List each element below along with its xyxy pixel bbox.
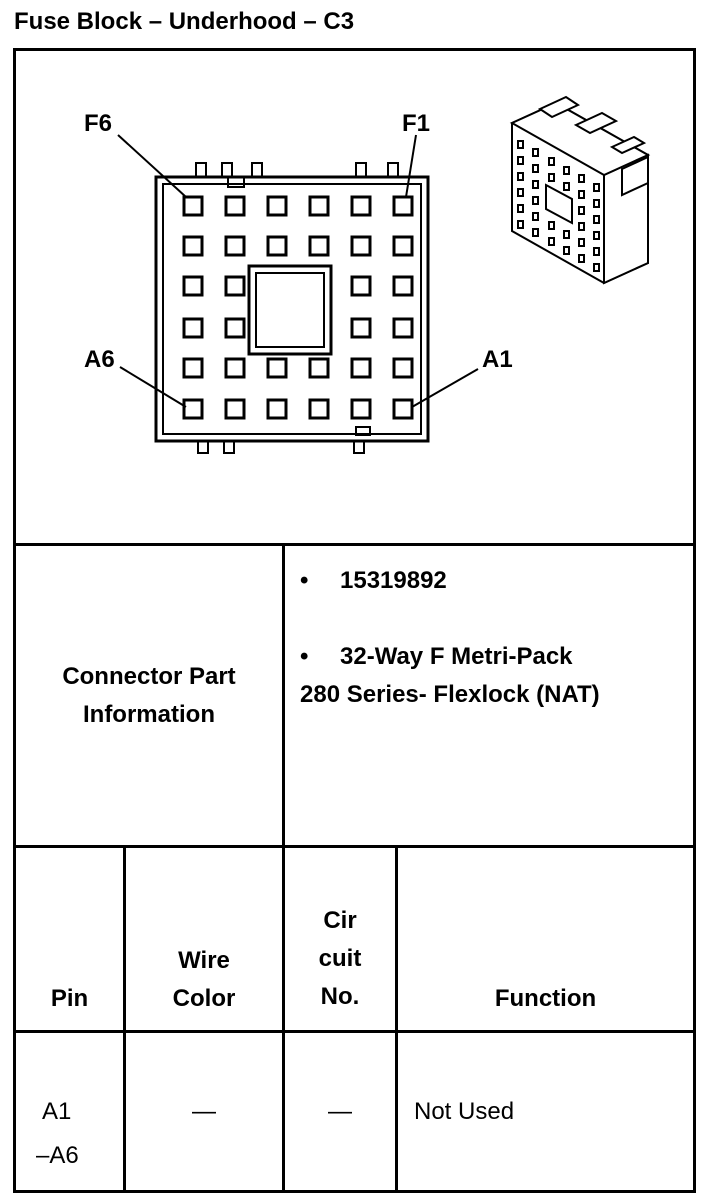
part-number: 15319892 [340,567,447,594]
description-item: • 32-Way F Metri-Pack [300,638,690,676]
bullet: • [300,643,309,670]
connector-info-details: • 15319892 • 32-Way F Metri-Pack 280 Serie… [300,562,690,714]
header-wire-color: Wire Color [126,942,282,1018]
divider-pin-column [123,845,126,1193]
connector-diagram: F6 F1 A6 A1 [16,51,693,543]
description-line2: 280 Series- Flexlock (NAT) [300,681,600,708]
divider-diagram [13,543,696,546]
connector-info-label: Connector Part Information [16,546,282,845]
header-circuit: Cir cuit No. [285,902,395,1016]
table-row-function: Not Used [414,1098,515,1125]
header-wire-color-line2: Color [172,985,236,1012]
bullet: • [300,567,309,594]
header-wire-color-line1: Wire [178,947,230,974]
connector-isometric-view [509,95,651,285]
connector-face-view [154,162,430,454]
label-f1: F1 [402,110,430,137]
pin-range-end: –A6 [36,1142,79,1169]
connector-table-frame [13,48,696,1193]
terminal-cavities [182,195,414,420]
connector-info-label-line1: Connector Part [62,662,236,690]
label-a6: A6 [84,346,115,373]
divider-header [13,1030,696,1033]
header-function: Function [398,980,693,1018]
header-function-text: Function [494,985,597,1012]
header-circuit-line1: Cir [323,907,357,934]
divider-info [13,845,696,848]
header-circuit-line3: No. [320,983,360,1010]
header-circuit-line2: cuit [318,945,362,972]
header-pin-text: Pin [50,985,89,1012]
divider-info-column [282,543,285,1193]
header-pin: Pin [16,980,123,1018]
label-f6: F6 [84,110,112,137]
label-a1: A1 [482,346,513,373]
pin-range-start: A1 [42,1098,72,1125]
part-number-item: • 15319892 [300,562,690,600]
divider-function-column [395,845,398,1193]
description-line1: 32-Way F Metri-Pack [340,643,573,670]
leader-lines [117,134,479,408]
connector-info-label-line2: Information [82,700,215,728]
page-title: Fuse Block – Underhood – C3 [14,8,355,35]
table-row-circuit: — [328,1098,352,1125]
table-row-wire-color: — [192,1098,216,1125]
table-row-pin: A1 –A6 [36,1090,122,1178]
